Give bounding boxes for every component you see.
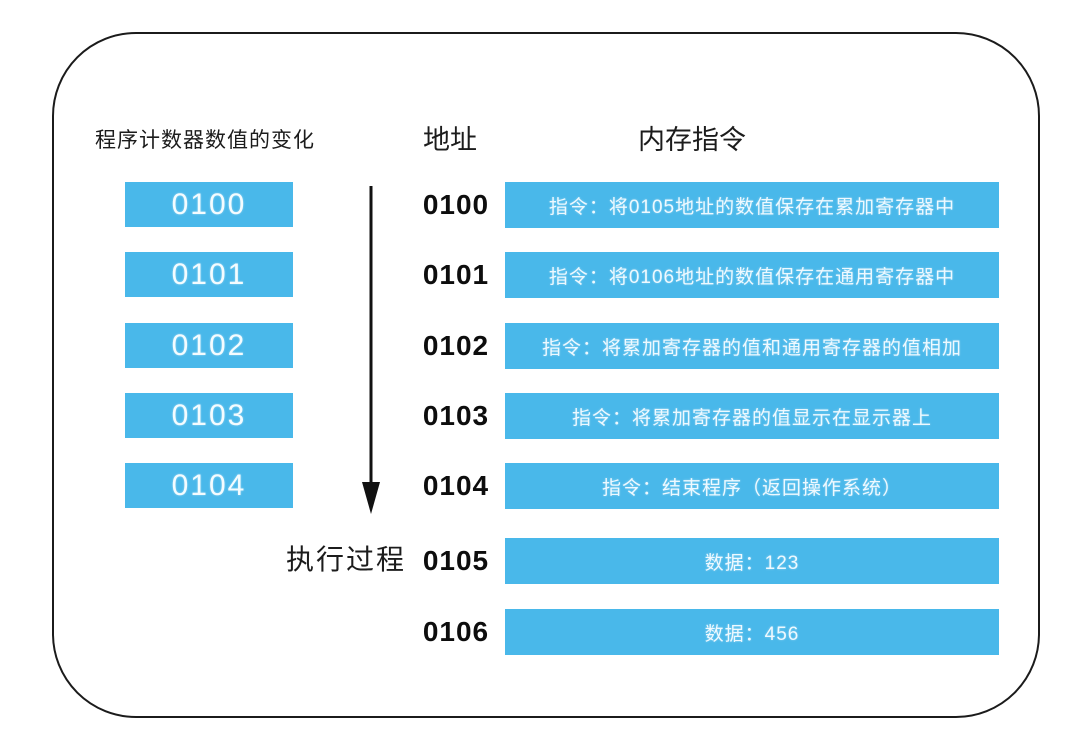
execution-process-label: 执行过程 [285, 544, 406, 575]
address-label: 0104 [422, 470, 490, 501]
memory-column-header: 内存指令 [638, 125, 746, 155]
address-column-header: 地址 [423, 125, 477, 155]
memory-data-cell: 数据：456 [505, 609, 999, 655]
memory-cell: 指令：将累加寄存器的值和通用寄存器的值相加 [505, 323, 999, 369]
down-arrow-icon [362, 186, 380, 514]
address-label: 0100 [422, 189, 490, 220]
address-label: 0102 [422, 330, 490, 361]
pc-value-box: 0104 [125, 463, 293, 508]
pc-value-box: 0102 [125, 323, 293, 368]
memory-cell: 指令：结束程序（返回操作系统） [505, 463, 999, 509]
address-label: 0101 [422, 259, 490, 290]
memory-cell: 指令：将累加寄存器的值显示在显示器上 [505, 393, 999, 439]
diagram-frame [52, 32, 1040, 718]
pc-value-box: 0100 [125, 182, 293, 227]
address-label: 0105 [422, 545, 490, 576]
address-label: 0103 [422, 400, 490, 431]
address-label: 0106 [422, 616, 490, 647]
memory-data-cell: 数据：123 [505, 538, 999, 584]
pc-column-header: 程序计数器数值的变化 [95, 129, 315, 152]
pc-value-box: 0103 [125, 393, 293, 438]
pc-value-box: 0101 [125, 252, 293, 297]
memory-cell: 指令：将0105地址的数值保存在累加寄存器中 [505, 182, 999, 228]
memory-cell: 指令：将0106地址的数值保存在通用寄存器中 [505, 252, 999, 298]
